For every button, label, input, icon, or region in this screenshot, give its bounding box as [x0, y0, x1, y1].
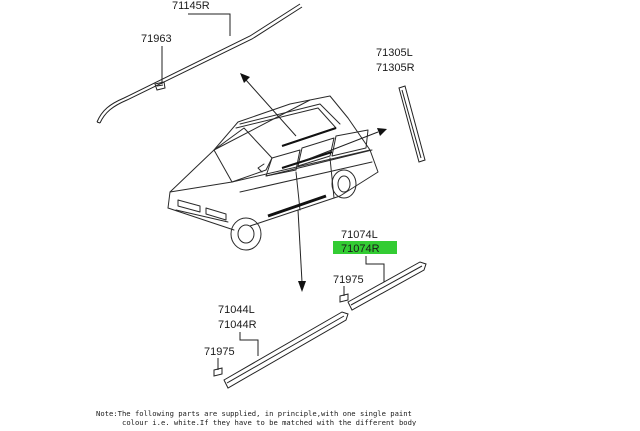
front-side-molding — [223, 311, 349, 389]
label-71975-front: 71975 — [204, 346, 235, 358]
arrow-to-roof — [240, 73, 297, 137]
label-71145R: 71145R — [172, 0, 210, 12]
highlight-71074R — [333, 241, 397, 254]
label-71074L: 71074L — [341, 229, 378, 241]
label-71975-rear: 71975 — [333, 274, 364, 286]
roof-molding — [96, 3, 303, 124]
leader-71074 — [365, 256, 385, 282]
roof-clip-part — [154, 81, 166, 91]
arrow-to-side-molding — [297, 209, 306, 292]
vehicle-outline — [167, 95, 379, 251]
leader-71044 — [239, 332, 259, 356]
pillar-molding — [398, 85, 426, 163]
label-71963: 71963 — [141, 33, 172, 45]
rear-clip-part — [339, 293, 349, 303]
rear-side-molding — [347, 261, 427, 311]
arrow-to-pillar — [305, 128, 387, 161]
car-side-molding-front — [267, 194, 327, 218]
label-71305L: 71305L — [376, 47, 413, 59]
label-71074R: 71074R — [341, 243, 380, 255]
front-clip-part — [213, 367, 223, 377]
car-roof-molding — [281, 127, 337, 147]
note-line-1: Note:The following parts are supplied, i… — [96, 409, 412, 418]
label-71305R: 71305R — [376, 62, 415, 74]
label-71044L: 71044L — [218, 304, 255, 316]
note-line-2: colour i.e. white.If they have to be mat… — [122, 418, 417, 426]
leader-71145R — [188, 13, 231, 36]
label-71044R: 71044R — [218, 319, 257, 331]
